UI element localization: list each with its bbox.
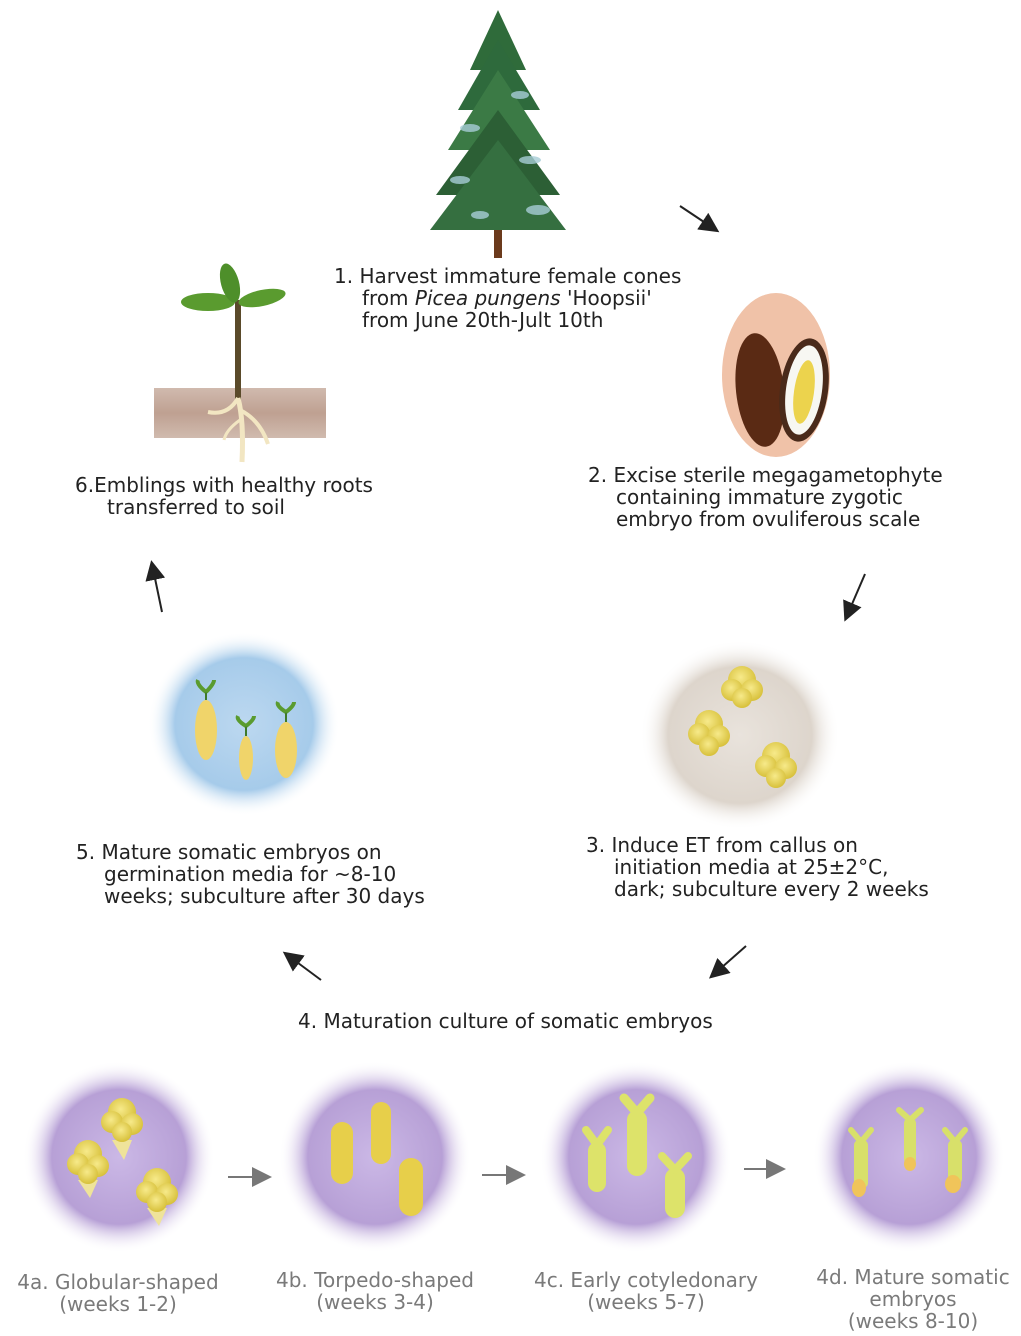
arrow-4-to-5: [286, 954, 321, 980]
step-3-label: 3. Induce ET from callus on initiation m…: [586, 834, 929, 900]
seed-cross-section-illustration: [722, 293, 835, 457]
callus-culture-dish-illustration: [640, 640, 840, 830]
substage-4d-label: 4d. Mature somatic embryos (weeks 8-10): [808, 1266, 1018, 1332]
step-6-label: 6.Emblings with healthy roots transferre…: [75, 474, 373, 518]
arrow-5-to-6: [152, 564, 162, 612]
step-2-label: 2. Excise sterile megagametophyte contai…: [588, 464, 943, 530]
substage-4a-dish: [23, 1061, 215, 1253]
substage-4b-label: 4b. Torpedo-shaped (weeks 3-4): [268, 1269, 482, 1313]
substage-4b-dish: [279, 1061, 471, 1253]
substage-4c-dish: [540, 1061, 732, 1253]
substage-4c-label: 4c. Early cotyledonary (weeks 5-7): [524, 1269, 768, 1313]
step-1-label: 1. Harvest immature female cones from Pi…: [334, 265, 681, 331]
germination-dish-illustration: [148, 632, 340, 816]
arrow-2-to-3: [846, 574, 865, 618]
substage-4a-label: 4a. Globular-shaped (weeks 1-2): [10, 1271, 226, 1315]
arrow-1-to-2: [680, 206, 716, 230]
arrow-3-to-4: [712, 946, 746, 976]
step-4-label: 4. Maturation culture of somatic embryos: [298, 1010, 713, 1032]
spruce-tree-illustration: [430, 10, 566, 258]
emblings-seedling-illustration: [154, 261, 326, 462]
substage-4d-dish: [813, 1061, 1005, 1253]
step-5-label: 5. Mature somatic embryos on germination…: [76, 841, 425, 907]
